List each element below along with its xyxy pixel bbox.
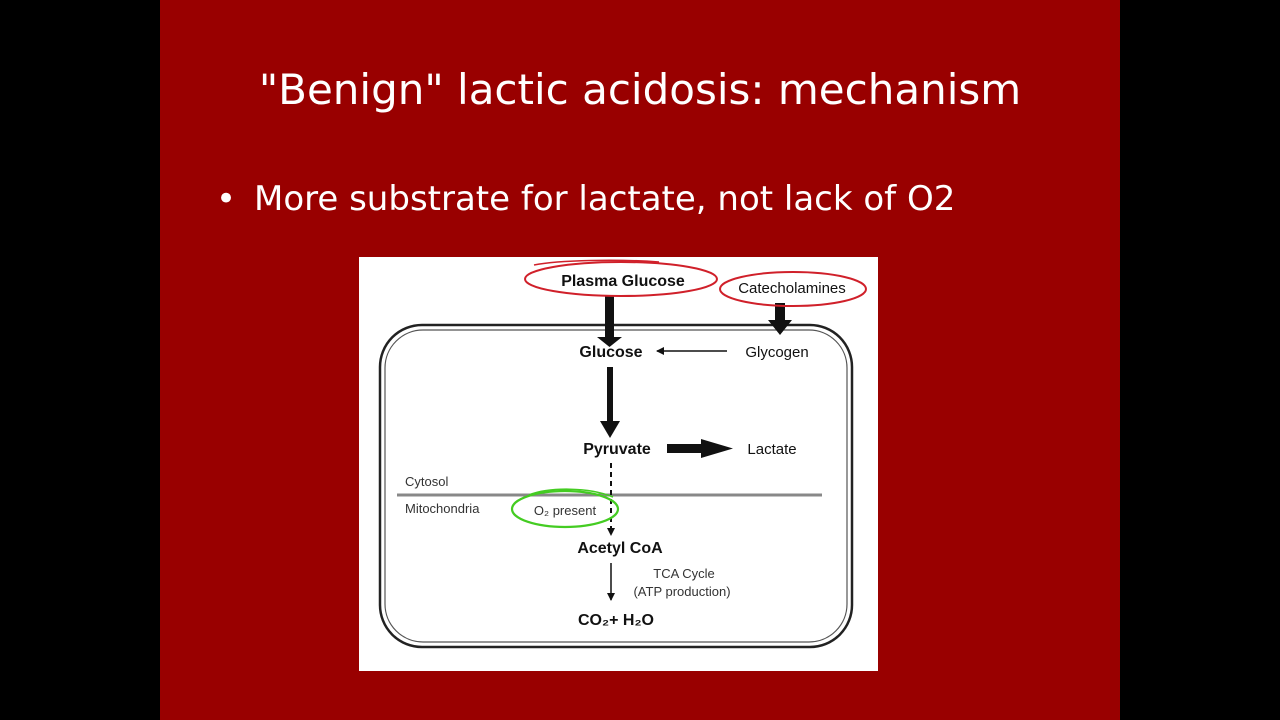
label-co2-h2o: CO₂+ H₂O (578, 612, 654, 629)
label-o2-present: O₂ present (534, 503, 597, 518)
cell-outline-inner (384, 329, 848, 643)
label-glucose: Glucose (579, 344, 642, 361)
label-lactate: Lactate (747, 441, 796, 458)
label-catecholamines: Catecholamines (738, 280, 846, 297)
arrow-plasma-to-glucose (597, 295, 622, 347)
label-tca-cycle: TCA Cycle (653, 566, 714, 581)
green-circle-o2-present (510, 489, 620, 529)
label-plasma-glucose: Plasma Glucose (561, 273, 685, 290)
arrow-pyruvate-to-lactate (667, 439, 733, 458)
arrow-glucose-to-pyruvate (600, 367, 620, 438)
label-glycogen: Glycogen (745, 344, 808, 361)
label-cytosol: Cytosol (405, 474, 448, 489)
green-circle-o2-present-tail (528, 488, 614, 498)
metabolism-diagram: Plasma Glucose Catecholamines Glucose Gl… (359, 257, 878, 671)
arrow-catecholamines-to-glycogen (768, 303, 792, 335)
red-circle-plasma-glucose-tail (533, 259, 660, 266)
slide-title: "Benign" lactic acidosis: mechanism (258, 65, 1022, 114)
red-circle-plasma-glucose (524, 261, 718, 297)
cell-outline (378, 323, 854, 649)
label-pyruvate: Pyruvate (583, 441, 651, 458)
red-circle-catecholamines (719, 271, 867, 307)
label-mitochondria: Mitochondria (405, 501, 480, 516)
bullet-marker: • (216, 179, 237, 219)
bullet-item: • More substrate for lactate, not lack of… (216, 176, 955, 222)
label-atp-production: (ATP production) (633, 584, 730, 599)
label-acetyl-coa: Acetyl CoA (577, 540, 663, 557)
slide: "Benign" lactic acidosis: mechanism • Mor… (160, 0, 1120, 720)
diagram-canvas: Plasma Glucose Catecholamines Glucose Gl… (378, 259, 867, 649)
bullet-text: More substrate for lactate, not lack of … (254, 179, 956, 219)
